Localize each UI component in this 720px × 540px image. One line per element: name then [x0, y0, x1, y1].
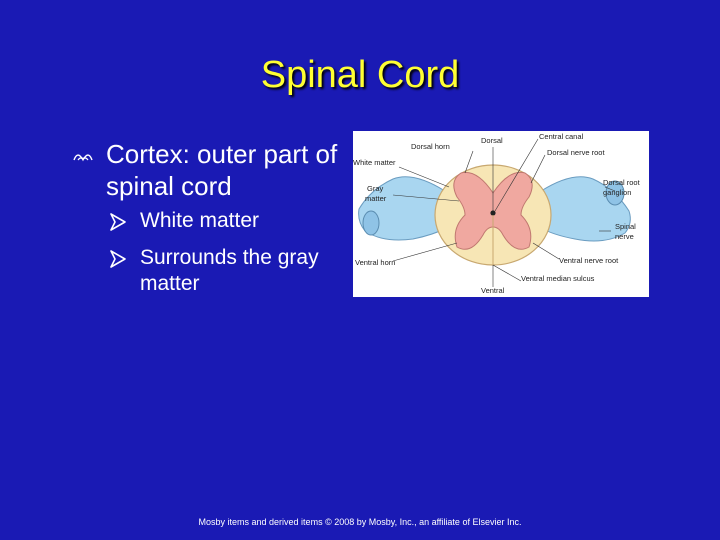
label-central-canal: Central canal [539, 132, 584, 141]
copyright-footer: Mosby items and derived items © 2008 by … [0, 517, 720, 527]
label-dorsal-horn: Dorsal horn [411, 142, 450, 151]
label-white-matter: White matter [353, 158, 396, 167]
sub-bullet-text: White matter [140, 208, 259, 234]
central-canal [490, 210, 495, 215]
spinal-cord-cross-section-figure: Dorsal Central canal Dorsal horn White m… [353, 131, 649, 297]
label-ganglion: ganglion [603, 188, 631, 197]
label-ventral: Ventral [481, 286, 505, 295]
arrowhead-bullet-icon [110, 249, 126, 275]
label-dorsal-nerve-root: Dorsal nerve root [547, 148, 605, 157]
label-gray: Gray [367, 184, 384, 193]
label-spinal: Spinal [615, 222, 636, 231]
sub-bullet-text: Surrounds the gray matter [140, 245, 355, 297]
arrowhead-bullet-icon [110, 212, 126, 238]
ornament-bullet-icon [72, 150, 94, 169]
label-ventral-horn: Ventral horn [355, 258, 395, 267]
left-dorsal-root-ganglion [363, 211, 379, 235]
label-dorsal: Dorsal [481, 136, 503, 145]
slide-title: Spinal Cord [0, 54, 720, 97]
label-ventral-nerve-root: Ventral nerve root [559, 256, 619, 265]
label-matter: matter [365, 194, 387, 203]
label-dorsal-root: Dorsal root [603, 178, 641, 187]
label-nerve: nerve [615, 232, 634, 241]
label-ventral-median-sulcus: Ventral median sulcus [521, 274, 595, 283]
